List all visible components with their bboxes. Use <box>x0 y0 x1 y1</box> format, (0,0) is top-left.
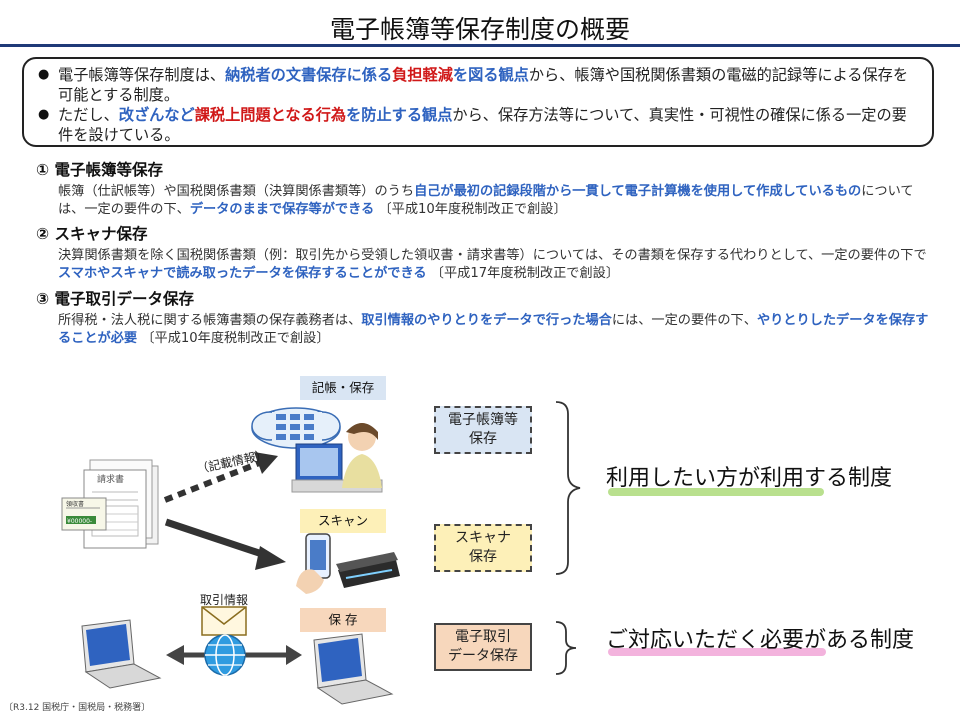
dotted-arrow-record <box>163 452 278 503</box>
bullet2-text-1: ただし、 <box>58 106 119 124</box>
s1-text-4: データのままで保存等ができる <box>189 202 375 217</box>
cloud-data-icon <box>251 407 341 449</box>
required-highlight <box>608 648 826 656</box>
required-system-label: ご対応いただく必要がある制度 <box>606 628 915 653</box>
scan-label: スキャン <box>300 509 386 533</box>
footnote: 〔R3.12 国税庁・国税局・税務署〕 <box>4 703 151 713</box>
invoice-documents-icon <box>61 459 159 549</box>
s3-text-1: 所得税・法人税に関する帳簿書類の保存義務者は、 <box>58 313 362 328</box>
title-rule <box>0 44 960 47</box>
brace-required <box>555 621 577 675</box>
section-1-heading: ① 電子帳簿等保存 <box>36 161 164 179</box>
person-computer-icon <box>291 423 383 493</box>
summary-bullet-2: ただし、改ざんなど課税上問題となる行為を防止する観点から、保存方法等について、真… <box>38 105 918 145</box>
optional-system-label: 利用したい方が利用する制度 <box>606 466 893 491</box>
bullet1-text-5: から、帳簿や国税関係書類の電磁的記録等による保存を可能とする制度。 <box>58 66 909 104</box>
invoice-label: 請求書 <box>97 473 124 485</box>
bullet1-text-2: 納税者の文書保存に係る <box>225 66 393 84</box>
s3-text-4: やりとりしたデータを保存することが必要 <box>58 313 929 346</box>
section-3-body: 所得税・法人税に関する帳簿書類の保存義務者は、取引情報のやりとりをデータで行った… <box>36 312 936 348</box>
box1-line2: 保存 <box>469 431 497 447</box>
section-1-body: 帳簿（仕訳帳等）や国税関係書類（決算関係書類等）のうち自己が最初の記録段階から一… <box>36 183 936 219</box>
section-electronic-books: ① 電子帳簿等保存 帳簿（仕訳帳等）や国税関係書類（決算関係書類等）のうち自己が… <box>36 158 936 219</box>
scanner-save-box: スキャナ保存 <box>434 524 532 572</box>
bullet1-text-3: 負担軽減 <box>392 66 453 84</box>
bullet1-text-4: を図る観点 <box>452 66 529 84</box>
transaction-info-label: 取引情報 <box>200 593 249 607</box>
box2-line2: 保存 <box>469 549 497 565</box>
box1-line1: 電子帳簿等 <box>448 412 518 428</box>
s3-text-2: 取引情報のやりとりをデータで行った場合 <box>361 313 612 328</box>
s1-text-2: 自己が最初の記録段階から一貫して電子計算機を使用して作成しているもの <box>414 184 862 199</box>
s2-text-1: 決算関係書類を除く国税関係書類（例：取引先から受領した領収書・請求書等）について… <box>58 248 927 263</box>
optional-highlight <box>608 488 824 496</box>
summary-bullet-1: 電子帳簿等保存制度は、納税者の文書保存に係る負担軽減を図る観点から、帳簿や国税関… <box>38 65 918 105</box>
laptop-icon-right <box>313 633 394 705</box>
s1-text-5: 〔平成10年度税制改正で創設〕 <box>378 202 567 217</box>
s2-text-2: スマホやスキャナで読み取ったデータを保存することができる <box>58 266 427 281</box>
box3-line2: データ保存 <box>448 648 518 664</box>
globe-icon <box>204 634 246 676</box>
brace-optional <box>555 401 581 575</box>
section-3-heading: ③ 電子取引データ保存 <box>36 290 195 308</box>
laptop-icon-left <box>81 619 162 689</box>
electronic-transaction-box: 電子取引データ保存 <box>434 623 532 671</box>
summary-box: 電子帳簿等保存制度は、納税者の文書保存に係る負担軽減を図る観点から、帳簿や国税関… <box>22 57 934 147</box>
section-2-heading: ② スキャナ保存 <box>36 225 148 243</box>
smartphone-scan-icon <box>296 533 331 594</box>
bullet2-text-3: 課税上問題となる行為 <box>194 106 347 124</box>
receipt-amount: ¥00000- <box>67 518 92 525</box>
box3-line1: 電子取引 <box>455 629 511 645</box>
section-scanner: ② スキャナ保存 決算関係書類を除く国税関係書類（例：取引先から受領した領収書・… <box>36 222 936 283</box>
section-2-body: 決算関係書類を除く国税関係書類（例：取引先から受領した領収書・請求書等）について… <box>36 247 936 283</box>
box2-line1: スキャナ <box>455 530 511 546</box>
s2-text-3: 〔平成17年度税制改正で創設〕 <box>430 266 620 281</box>
s1-text-1: 帳簿（仕訳帳等）や国税関係書類（決算関係書類等）のうち <box>58 184 415 199</box>
bullet2-text-2: 改ざんなど <box>118 106 195 124</box>
electronic-books-box: 電子帳簿等保存 <box>434 406 532 454</box>
section-electronic-transaction: ③ 電子取引データ保存 所得税・法人税に関する帳簿書類の保存義務者は、取引情報の… <box>36 287 936 348</box>
bullet1-text-1: 電子帳簿等保存制度は、 <box>58 66 226 84</box>
solid-arrow-scan <box>164 518 286 570</box>
s3-text-3: には、一定の要件の下、 <box>611 313 757 328</box>
page-title: 電子帳簿等保存制度の概要 <box>329 15 630 44</box>
record-save-label: 記帳・保存 <box>300 376 386 400</box>
save-label: 保 存 <box>300 608 386 632</box>
envelope-icon <box>201 606 247 636</box>
receipt-label: 領収書 <box>66 500 84 508</box>
s1-text-3: については、一定の要件の下、 <box>58 184 914 217</box>
scanner-icon <box>336 552 400 588</box>
bullet2-text-5: から、保存方法等について、真実性・可視性の確保に係る一定の要件を設けている。 <box>58 106 907 144</box>
bullet2-text-4: を防止する観点 <box>346 106 453 124</box>
s3-text-5: 〔平成10年度税制改正で創設〕 <box>141 331 330 346</box>
